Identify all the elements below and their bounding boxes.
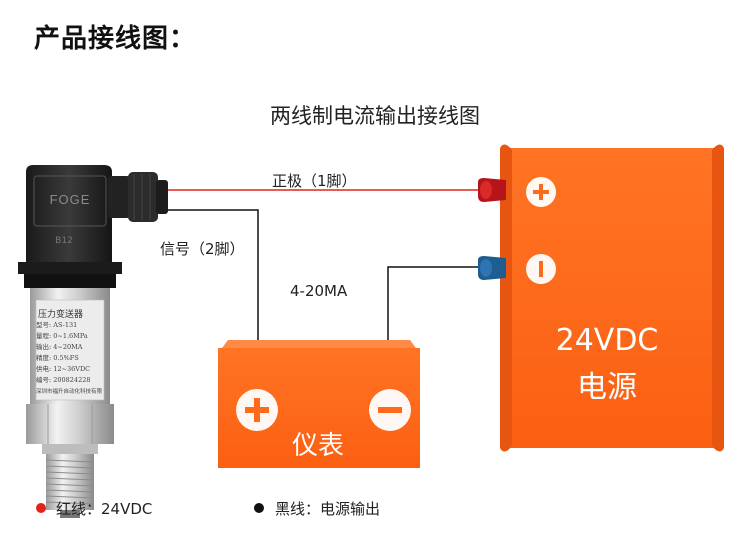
power-plus-icon (526, 177, 556, 207)
pressure-transmitter (18, 165, 168, 518)
power-supply-name: 电源 (577, 370, 637, 405)
power-supply-voltage: 24VDC (555, 323, 659, 358)
nameplate-line: 量程: 0~1.6MPa (36, 332, 88, 340)
meter-plus-icon (236, 389, 278, 431)
power-minus-icon (526, 254, 556, 284)
black-legend-dot (254, 503, 264, 513)
meter-name: 仪表 (291, 431, 344, 461)
sensor-model: B12 (55, 236, 73, 246)
red-terminal (478, 178, 506, 202)
legend-red-text: 红线：24VDC (56, 500, 153, 518)
black-wires (168, 209, 482, 340)
diagram-title: 两线制电流输出接线图 (270, 104, 480, 128)
signal-wire-label: 信号（2脚） (160, 240, 245, 258)
nameplate-line: 编号: 200824228 (36, 376, 91, 384)
nameplate-line: 供电: 12~36VDC (36, 365, 91, 373)
positive-wire-label: 正极（1脚） (272, 172, 357, 190)
nameplate-footer: 深圳市福升自动化科技有限公司 (36, 389, 102, 395)
loop-current-label: 4-20MA (290, 282, 348, 300)
legend-black-text: 黑线：电源输出 (275, 500, 381, 518)
nameplate-line: 输出: 4~20MA (36, 343, 83, 351)
blue-terminal (478, 256, 506, 280)
nameplate-line: 精度: 0.5%FS (36, 354, 79, 362)
page-title: 产品接线图： (34, 24, 197, 54)
nameplate-line: 型号: AS-131 (36, 321, 78, 329)
nameplate-title: 压力变送器 (38, 310, 84, 320)
meter-minus-icon (369, 389, 411, 431)
sensor-brand-logo: FOGE (49, 192, 91, 207)
red-legend-dot (36, 503, 46, 513)
